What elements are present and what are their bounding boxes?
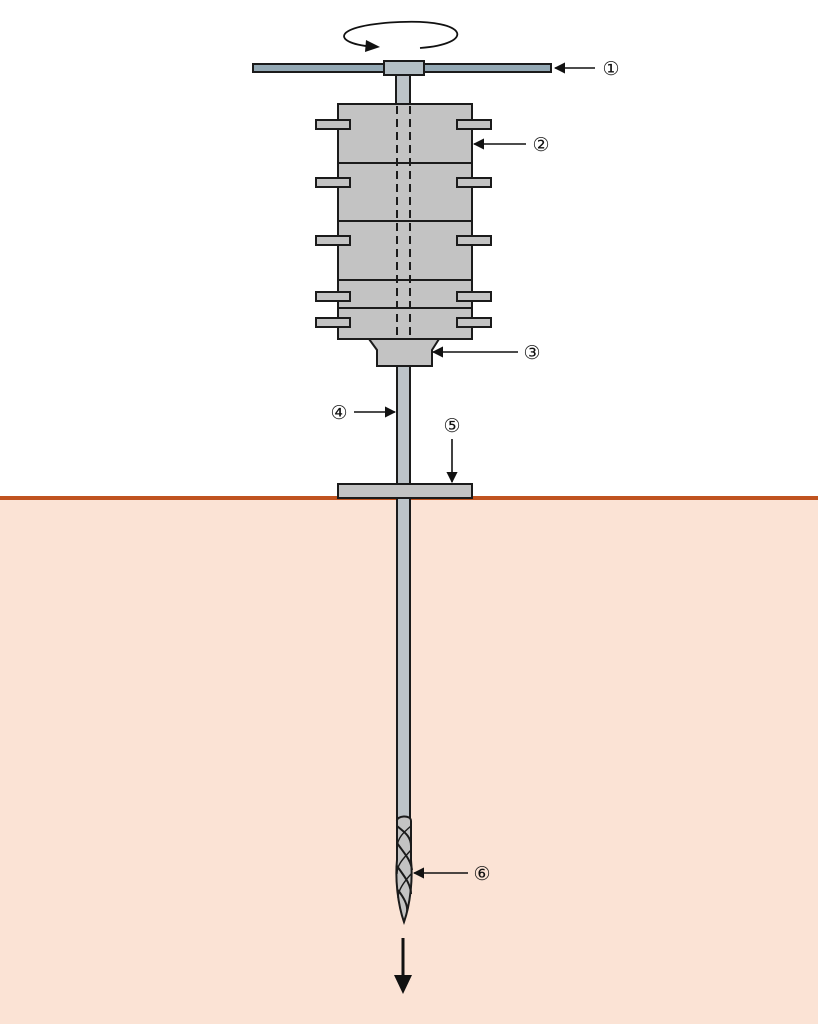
- rod: [396, 365, 411, 822]
- auger-bit: [395, 815, 413, 926]
- callout-2: ②: [532, 134, 549, 156]
- callout-6: ⑥: [473, 863, 490, 885]
- rotation-arrow-icon: [343, 20, 459, 52]
- weights: [315, 103, 492, 340]
- callout-labels: ① ② ③ ④ ⑤ ⑥: [330, 58, 619, 885]
- down-arrow-icon: [394, 938, 412, 994]
- guide-plate: [337, 483, 473, 499]
- callout-5: ⑤: [443, 415, 460, 437]
- anvil: [367, 338, 441, 367]
- callout-1: ①: [602, 58, 619, 80]
- callout-3: ③: [523, 342, 540, 364]
- handle: [252, 60, 552, 106]
- callout-leaders: [354, 62, 595, 879]
- callout-4: ④: [330, 402, 347, 424]
